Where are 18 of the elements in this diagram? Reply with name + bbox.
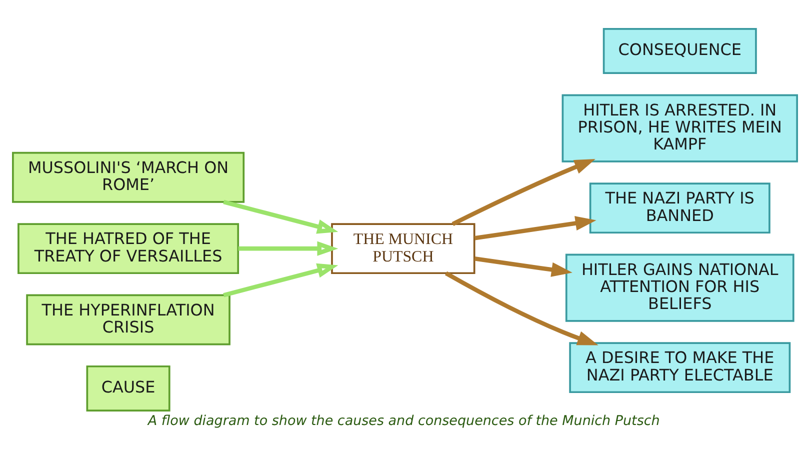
node-box: CAUSE (86, 364, 170, 411)
arrow (444, 270, 598, 345)
arrow (474, 216, 596, 240)
arrow (452, 158, 596, 226)
node-box: HITLER GAINS NATIONAL ATTENTION FOR HIS BELIEFS (565, 253, 794, 322)
caption: A flow diagram to show the causes and consequences of the Munich Putsch (148, 412, 660, 429)
node-box: MUSSOLINI'S ‘MARCH ON ROME’ (12, 151, 245, 202)
node-box: THE HYPERINFLATION CRISIS (26, 294, 230, 345)
node-box: A DESIRE TO MAKE THE NAZI PARTY ELECTABLE (569, 342, 791, 393)
node-box: HITLER IS ARRESTED. IN PRISON, HE WRITES MEIN KAMPF (562, 94, 798, 162)
node-box: THE NAZI PARTY IS BANNED (589, 182, 770, 234)
arrow (238, 240, 338, 256)
arrow (223, 199, 338, 234)
arrow (474, 256, 572, 276)
arrow (223, 262, 338, 297)
node-box: CONSEQUENCE (602, 28, 757, 74)
node-box: THE MUNICH PUTSCH (331, 222, 476, 274)
node-box: THE HATRED OF THE TREATY OF VERSAILLES (18, 222, 240, 274)
